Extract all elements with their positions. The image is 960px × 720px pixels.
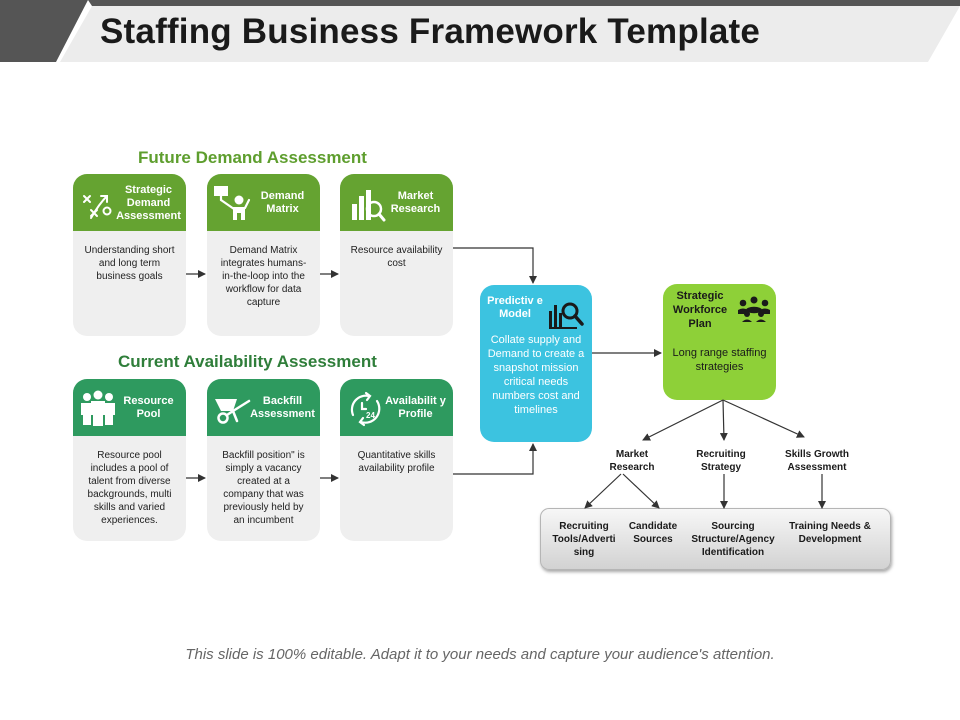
presenter-icon: [214, 186, 251, 220]
card-header: Market Research: [340, 174, 453, 231]
card-header: Strategic Demand Assessment: [73, 174, 186, 231]
card-header: Demand Matrix: [207, 174, 320, 231]
bar-chart-magnifier-icon: [352, 190, 386, 222]
workforce-plan-title: Strategic Workforce Plan: [672, 290, 728, 330]
card-availability-profile: 24 Availabilit y Profile Quantitative sk…: [340, 379, 453, 541]
card-market-research: Market Research Resource availability co…: [340, 174, 453, 336]
strategic-workforce-plan-box: Strategic Workforce Plan Long range staf…: [663, 284, 776, 400]
branch-market-research: Market Research: [609, 449, 655, 473]
card-header: Resource Pool: [73, 379, 186, 436]
card-backfill-assessment: Backfill Assessment Backfill position" i…: [207, 379, 320, 541]
card-description: Demand Matrix integrates humans-in-the-l…: [220, 245, 307, 308]
card-description: Backfill position" is simply a vacancy c…: [222, 450, 305, 526]
outcomes-panel: [540, 508, 891, 570]
outcome-recruiting-tools: Recruiting Tools/Adverti sing: [552, 521, 616, 558]
title-banner: [0, 0, 960, 62]
card-demand-matrix: Demand Matrix Demand Matrix integrates h…: [207, 174, 320, 336]
card-title: Market Research: [390, 190, 441, 215]
card-resource-pool: Resource Pool Resource pool includes a p…: [73, 379, 186, 541]
card-title: Demand Matrix: [260, 190, 305, 215]
current-availability-title: Current Availability Assessment: [118, 352, 377, 371]
strategy-icon: [83, 195, 112, 219]
future-demand-title: Future Demand Assessment: [138, 148, 367, 167]
card-description: Resource availability cost: [350, 245, 443, 269]
svg-text:24: 24: [366, 411, 375, 420]
page-title: Staffing Business Framework Template: [100, 12, 761, 51]
branch-skills-growth-assessment: Skills Growth Assessment: [785, 449, 849, 473]
people-group-icon: [81, 390, 115, 426]
predictive-model-box: Predictiv e Model Collate supply and Dem…: [480, 285, 592, 442]
predictive-model-title: Predictiv e Model: [487, 295, 543, 320]
workforce-plan-description: Long range staffing strategies: [672, 347, 767, 373]
card-header: Backfill Assessment: [207, 379, 320, 436]
card-title: Resource Pool: [123, 395, 174, 420]
outcome-training-needs: Training Needs & Development: [789, 521, 871, 545]
card-title: Strategic Demand Assessment: [116, 183, 181, 222]
24-hour-clock-icon: 24: [350, 391, 381, 427]
card-description: Understanding short and long term busine…: [84, 245, 175, 282]
card-title: Backfill Assessment: [250, 395, 315, 420]
card-description: Resource pool includes a pool of talent …: [87, 450, 172, 526]
card-header: 24 Availabilit y Profile: [340, 379, 453, 436]
predictive-model-description: Collate supply and Demand to create a sn…: [487, 334, 585, 416]
branch-recruiting-strategy: Recruiting Strategy: [696, 449, 746, 473]
team-meeting-icon: [738, 296, 770, 322]
card-strategic-demand-assessment: Strategic Demand Assessment Understandin…: [73, 174, 186, 336]
outcome-sourcing-structure: Sourcing Structure/Agency Identification: [691, 521, 775, 558]
card-title: Availabilit y Profile: [385, 395, 446, 420]
chart-magnifier-icon: [549, 302, 584, 329]
card-description: Quantitative skills availability profile: [357, 450, 436, 474]
wheelbarrow-icon: [215, 399, 251, 424]
outcome-candidate-sources: Candidate Sources: [628, 521, 678, 545]
footer-note: This slide is 100% editable. Adapt it to…: [185, 646, 775, 663]
